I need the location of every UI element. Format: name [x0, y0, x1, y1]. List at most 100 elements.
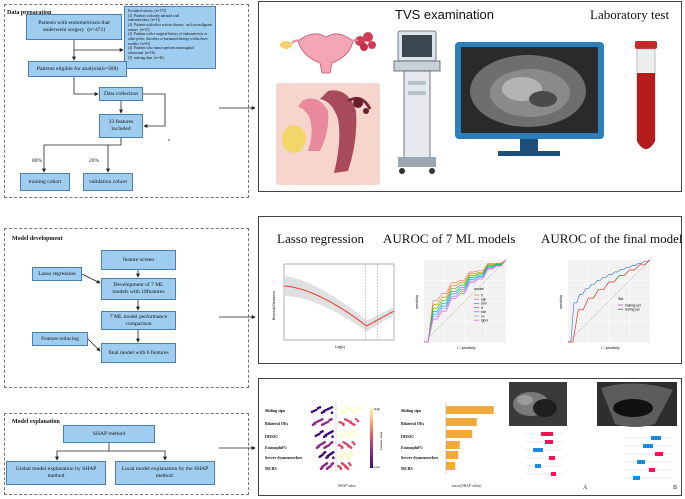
shap-point — [351, 441, 354, 444]
shap-point — [338, 453, 341, 457]
shap-point — [326, 454, 330, 458]
dev-models-box: Development of 7 ML models with 18featur… — [101, 278, 176, 300]
shap-point — [347, 407, 351, 411]
shap-point — [331, 435, 334, 438]
eligible-box: Patients eligible for analysis(n=308) — [28, 61, 127, 77]
shap-point — [340, 445, 344, 449]
performance-box: 7 ML model performance comparison — [101, 311, 176, 330]
training-cohort-box: training cohort — [20, 173, 70, 191]
shap-point — [328, 418, 331, 422]
exclusion-criteria-box: Excluded criteria (n=175) (1) Patients w… — [124, 6, 216, 69]
shap-point — [342, 451, 345, 454]
model-explanation-title: Model explanation — [12, 419, 60, 425]
shap-point — [311, 423, 315, 426]
shap-point — [322, 409, 326, 413]
shap-point — [324, 408, 328, 412]
legend-label: testing set — [625, 308, 640, 312]
feature-label: Sliding sign — [401, 408, 421, 413]
auroc7-title: AUROC of 7 ML models — [383, 231, 516, 246]
shap-point — [318, 406, 322, 409]
lasso-ylabel: Binomial Deviance — [272, 291, 276, 320]
shap-point — [322, 435, 326, 438]
importance-bar — [446, 451, 459, 459]
colorbar-low: Low — [374, 465, 380, 469]
shap-point — [347, 455, 351, 459]
shap-point — [349, 408, 353, 412]
shap-point — [314, 434, 318, 438]
roc-curve — [424, 259, 507, 343]
importance-bar — [446, 406, 494, 414]
shap-point — [359, 407, 363, 411]
exclusion-line: Excluded criteria (n=175) — [128, 9, 167, 13]
final-model-box: final model with 6 features — [101, 343, 176, 363]
shap-point — [355, 406, 359, 409]
legend-label: lr — [481, 293, 484, 297]
shap-point — [343, 411, 347, 414]
shap-point — [346, 467, 350, 470]
shap-method-box: SHAP method — [63, 425, 155, 443]
legend-label: training set — [625, 303, 641, 307]
shap-point — [316, 406, 320, 410]
global-explanation-box: Global model explanation by SHAP method — [6, 461, 106, 485]
legend-title: Set — [618, 297, 623, 301]
importance-bar — [446, 462, 456, 470]
colorbar-label: Feature value — [379, 431, 383, 450]
tvs-title: TVS examination — [395, 7, 494, 22]
shap-point — [339, 408, 343, 412]
roc-curve — [568, 259, 651, 343]
patients-box: Patients with endometriosis that underwe… — [26, 14, 122, 40]
data-collection-box: Data collection — [99, 87, 143, 101]
feature-label: MCRS — [265, 466, 277, 471]
shap-point — [314, 408, 318, 412]
shap-point — [317, 444, 320, 448]
model-development-title: Model development — [12, 236, 63, 242]
legend-label: xgb — [481, 298, 486, 302]
exclusion-line: (1) Patients with only adenoid wall endo… — [128, 13, 180, 23]
shap-point — [343, 430, 347, 433]
colorbar — [370, 408, 373, 468]
feature-label: DIEOC — [265, 434, 279, 439]
lasso-xlabel: Log(λ) — [335, 345, 345, 349]
panel-label-b: B — [673, 485, 678, 491]
feature-label: Sliding sign — [265, 408, 285, 413]
roc-curve — [424, 259, 507, 343]
exclusion-line: (5) missing data (n=46) — [128, 55, 164, 60]
exclusion-line: (3) Patients with a surgical history of … — [128, 32, 208, 46]
feature-label: Bilateral OEs — [401, 421, 425, 426]
exclusion-line: (2) Patients with other serious disease,… — [128, 23, 212, 32]
legend-label: knn — [481, 310, 486, 314]
shap-point — [319, 430, 323, 434]
roc-curve — [424, 259, 507, 343]
roc-curve — [424, 259, 507, 343]
shap-point — [338, 432, 342, 436]
shap-point — [350, 434, 354, 438]
shap-point — [328, 406, 332, 410]
shap-point — [318, 455, 321, 459]
importance-bar — [446, 441, 460, 449]
deviance-curve — [283, 285, 395, 327]
validation-cohort-box: validation cohort — [83, 173, 133, 191]
feature-reducing-box: Feature reducing — [32, 332, 88, 346]
shap-point — [325, 467, 329, 470]
percent-valid: 20% — [89, 158, 100, 164]
shap-point — [330, 406, 334, 409]
bar-xlabel: mean(|SHAP value|) — [452, 484, 482, 488]
roc-curve — [568, 259, 651, 343]
pelvis-section-icon — [276, 83, 380, 185]
shap-point — [320, 423, 324, 426]
beeswarm-xlabel: SHAP value — [338, 484, 356, 488]
ultrasound-machine-icon — [393, 30, 441, 174]
legend-title: model — [474, 287, 484, 291]
shap-point — [325, 456, 328, 459]
roc-curve — [424, 259, 507, 343]
lasso-title: Lasso regression — [277, 231, 365, 246]
shap-point — [352, 442, 356, 446]
shap-point — [345, 406, 349, 409]
test-tube-icon — [635, 41, 657, 150]
shap-point — [356, 419, 360, 423]
shap-point — [323, 446, 326, 449]
